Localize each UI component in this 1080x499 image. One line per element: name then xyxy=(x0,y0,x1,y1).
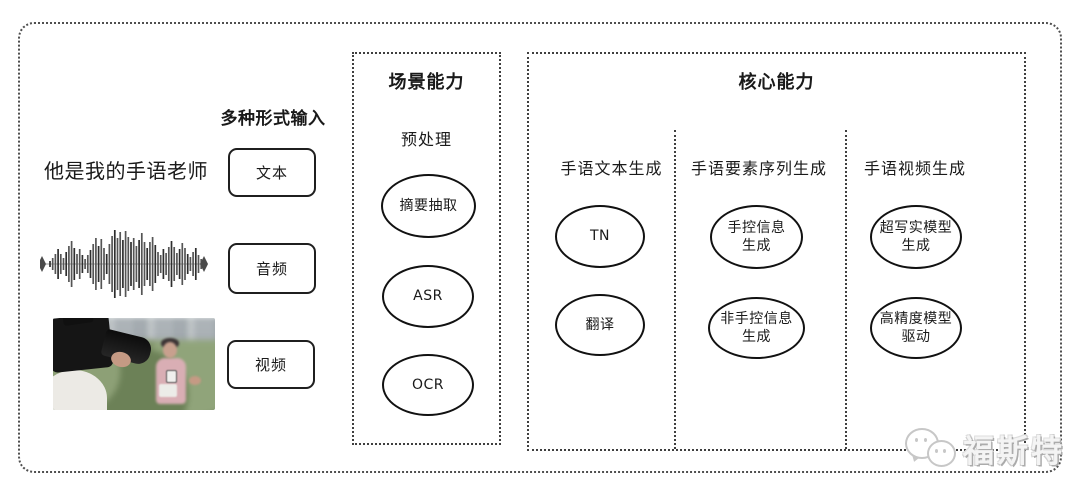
node-manual-info-generation-label: 手控信息 生成 xyxy=(727,219,786,254)
input-node-text-label: 文本 xyxy=(255,164,288,182)
example-sentence-text: 他是我的手语老师 xyxy=(44,159,208,183)
input-node-text: 文本 xyxy=(228,148,316,197)
node-nonmanual-info-generation: 非手控信息 生成 xyxy=(708,297,805,359)
input-node-audio-label: 音频 xyxy=(255,260,288,278)
node-summary-extraction-label: 摘要抽取 xyxy=(399,197,458,214)
preprocessing-label: 预处理 xyxy=(400,130,452,149)
node-hyperrealistic-model-generation: 超写实模型 生成 xyxy=(870,205,962,269)
node-high-precision-model-driving: 高精度模型 驱动 xyxy=(870,297,962,359)
bubble-icon-small xyxy=(927,440,956,467)
node-translation-label: 翻译 xyxy=(585,316,615,333)
outer-dotted-frame xyxy=(18,22,1062,473)
node-asr: ASR xyxy=(382,265,474,328)
thumbnail-reporter-head xyxy=(163,342,177,358)
node-asr-label: ASR xyxy=(413,288,443,305)
node-hyperrealistic-model-generation-label: 超写实模型 生成 xyxy=(879,219,953,254)
column-header-sign-video-generation: 手语视频生成 xyxy=(863,159,966,178)
node-manual-info-generation: 手控信息 生成 xyxy=(710,205,803,269)
thumbnail-microphone xyxy=(166,370,177,383)
node-summary-extraction: 摘要抽取 xyxy=(381,174,476,238)
node-nonmanual-info-generation-label: 非手控信息 生成 xyxy=(720,310,793,345)
node-ocr: OCR xyxy=(382,354,474,416)
node-high-precision-model-driving-label: 高精度模型 驱动 xyxy=(879,310,953,345)
scene-capability-title: 场景能力 xyxy=(388,72,465,93)
thumbnail-papers xyxy=(159,384,177,397)
thumbnail-reporter-hand xyxy=(189,376,201,385)
node-tn: TN xyxy=(555,205,645,268)
column-divider-2 xyxy=(845,130,847,449)
core-capability-box: 核心能力 手语文本生成 手语要素序列生成 手语视频生成 TN 翻译 手控信息 生… xyxy=(527,52,1026,451)
node-ocr-label: OCR xyxy=(411,376,445,393)
brand-bubbles-icon xyxy=(903,424,957,472)
input-node-video: 视频 xyxy=(227,340,315,389)
column-header-sign-element-sequence-generation: 手语要素序列生成 xyxy=(690,159,827,178)
watermark: 福斯特 xyxy=(903,424,1065,472)
input-node-audio: 音频 xyxy=(228,243,316,294)
input-section-title: 多种形式输入 xyxy=(220,109,326,129)
core-capability-title: 核心能力 xyxy=(738,72,815,93)
column-divider-1 xyxy=(674,130,676,449)
audio-waveform-icon xyxy=(40,230,208,298)
node-tn-label: TN xyxy=(589,228,611,245)
node-translation: 翻译 xyxy=(555,294,645,356)
input-node-video-label: 视频 xyxy=(254,356,287,374)
video-thumbnail xyxy=(53,318,215,410)
watermark-brand-text: 福斯特 xyxy=(963,433,1065,470)
scene-capability-box: 场景能力 预处理 摘要抽取 ASR OCR xyxy=(352,52,501,445)
column-header-sign-text-generation: 手语文本生成 xyxy=(560,159,663,178)
